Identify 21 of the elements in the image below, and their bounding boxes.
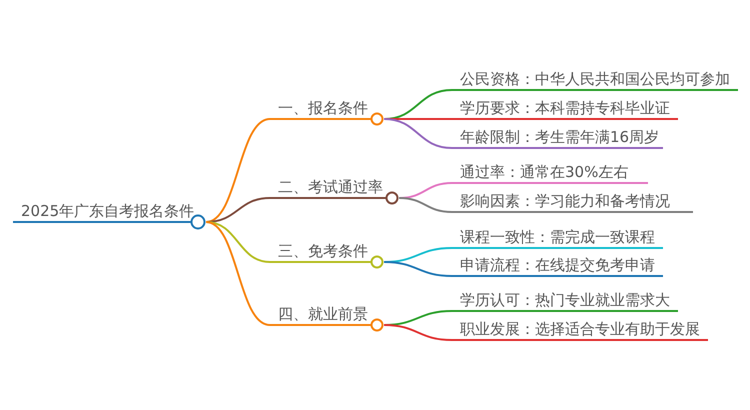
branch-topic: 四、就业前景: [270, 303, 371, 326]
branch-connector: [398, 197, 452, 213]
branch-topic: 一、报名条件: [270, 97, 371, 120]
branch-connector: [384, 324, 452, 341]
branch-connector: [206, 118, 270, 223]
leaf-topic: 学历认可：热门专业就业需求大: [452, 289, 678, 312]
branch-topic: 二、考试通过率: [270, 176, 386, 199]
branch-connector: [384, 261, 452, 277]
leaf-topic: 申请流程：在线提交免考申请: [452, 254, 663, 277]
leaf-topic: 学历要求：本科需持专科毕业证: [452, 97, 678, 120]
leaf-topic: 公民资格：中华人民共和国公民均可参加: [452, 68, 738, 91]
leaf-topic: 年龄限制：考生需年满16周岁: [452, 126, 663, 149]
branch-connector: [206, 221, 270, 326]
leaf-topic: 课程一致性：需完成一致课程: [452, 226, 663, 249]
leaf-topic: 职业发展：选择适合专业有助于发展: [452, 318, 708, 341]
branch-connector: [206, 221, 270, 263]
branch-topic: 三、免考条件: [270, 240, 371, 263]
leaf-topic: 通过率：通常在30%左右: [452, 161, 648, 184]
branch-connector: [384, 118, 452, 149]
root-topic: 2025年广东自考报名条件: [13, 200, 191, 223]
leaf-topic: 影响因素：学习能力和备考情况: [452, 190, 693, 213]
